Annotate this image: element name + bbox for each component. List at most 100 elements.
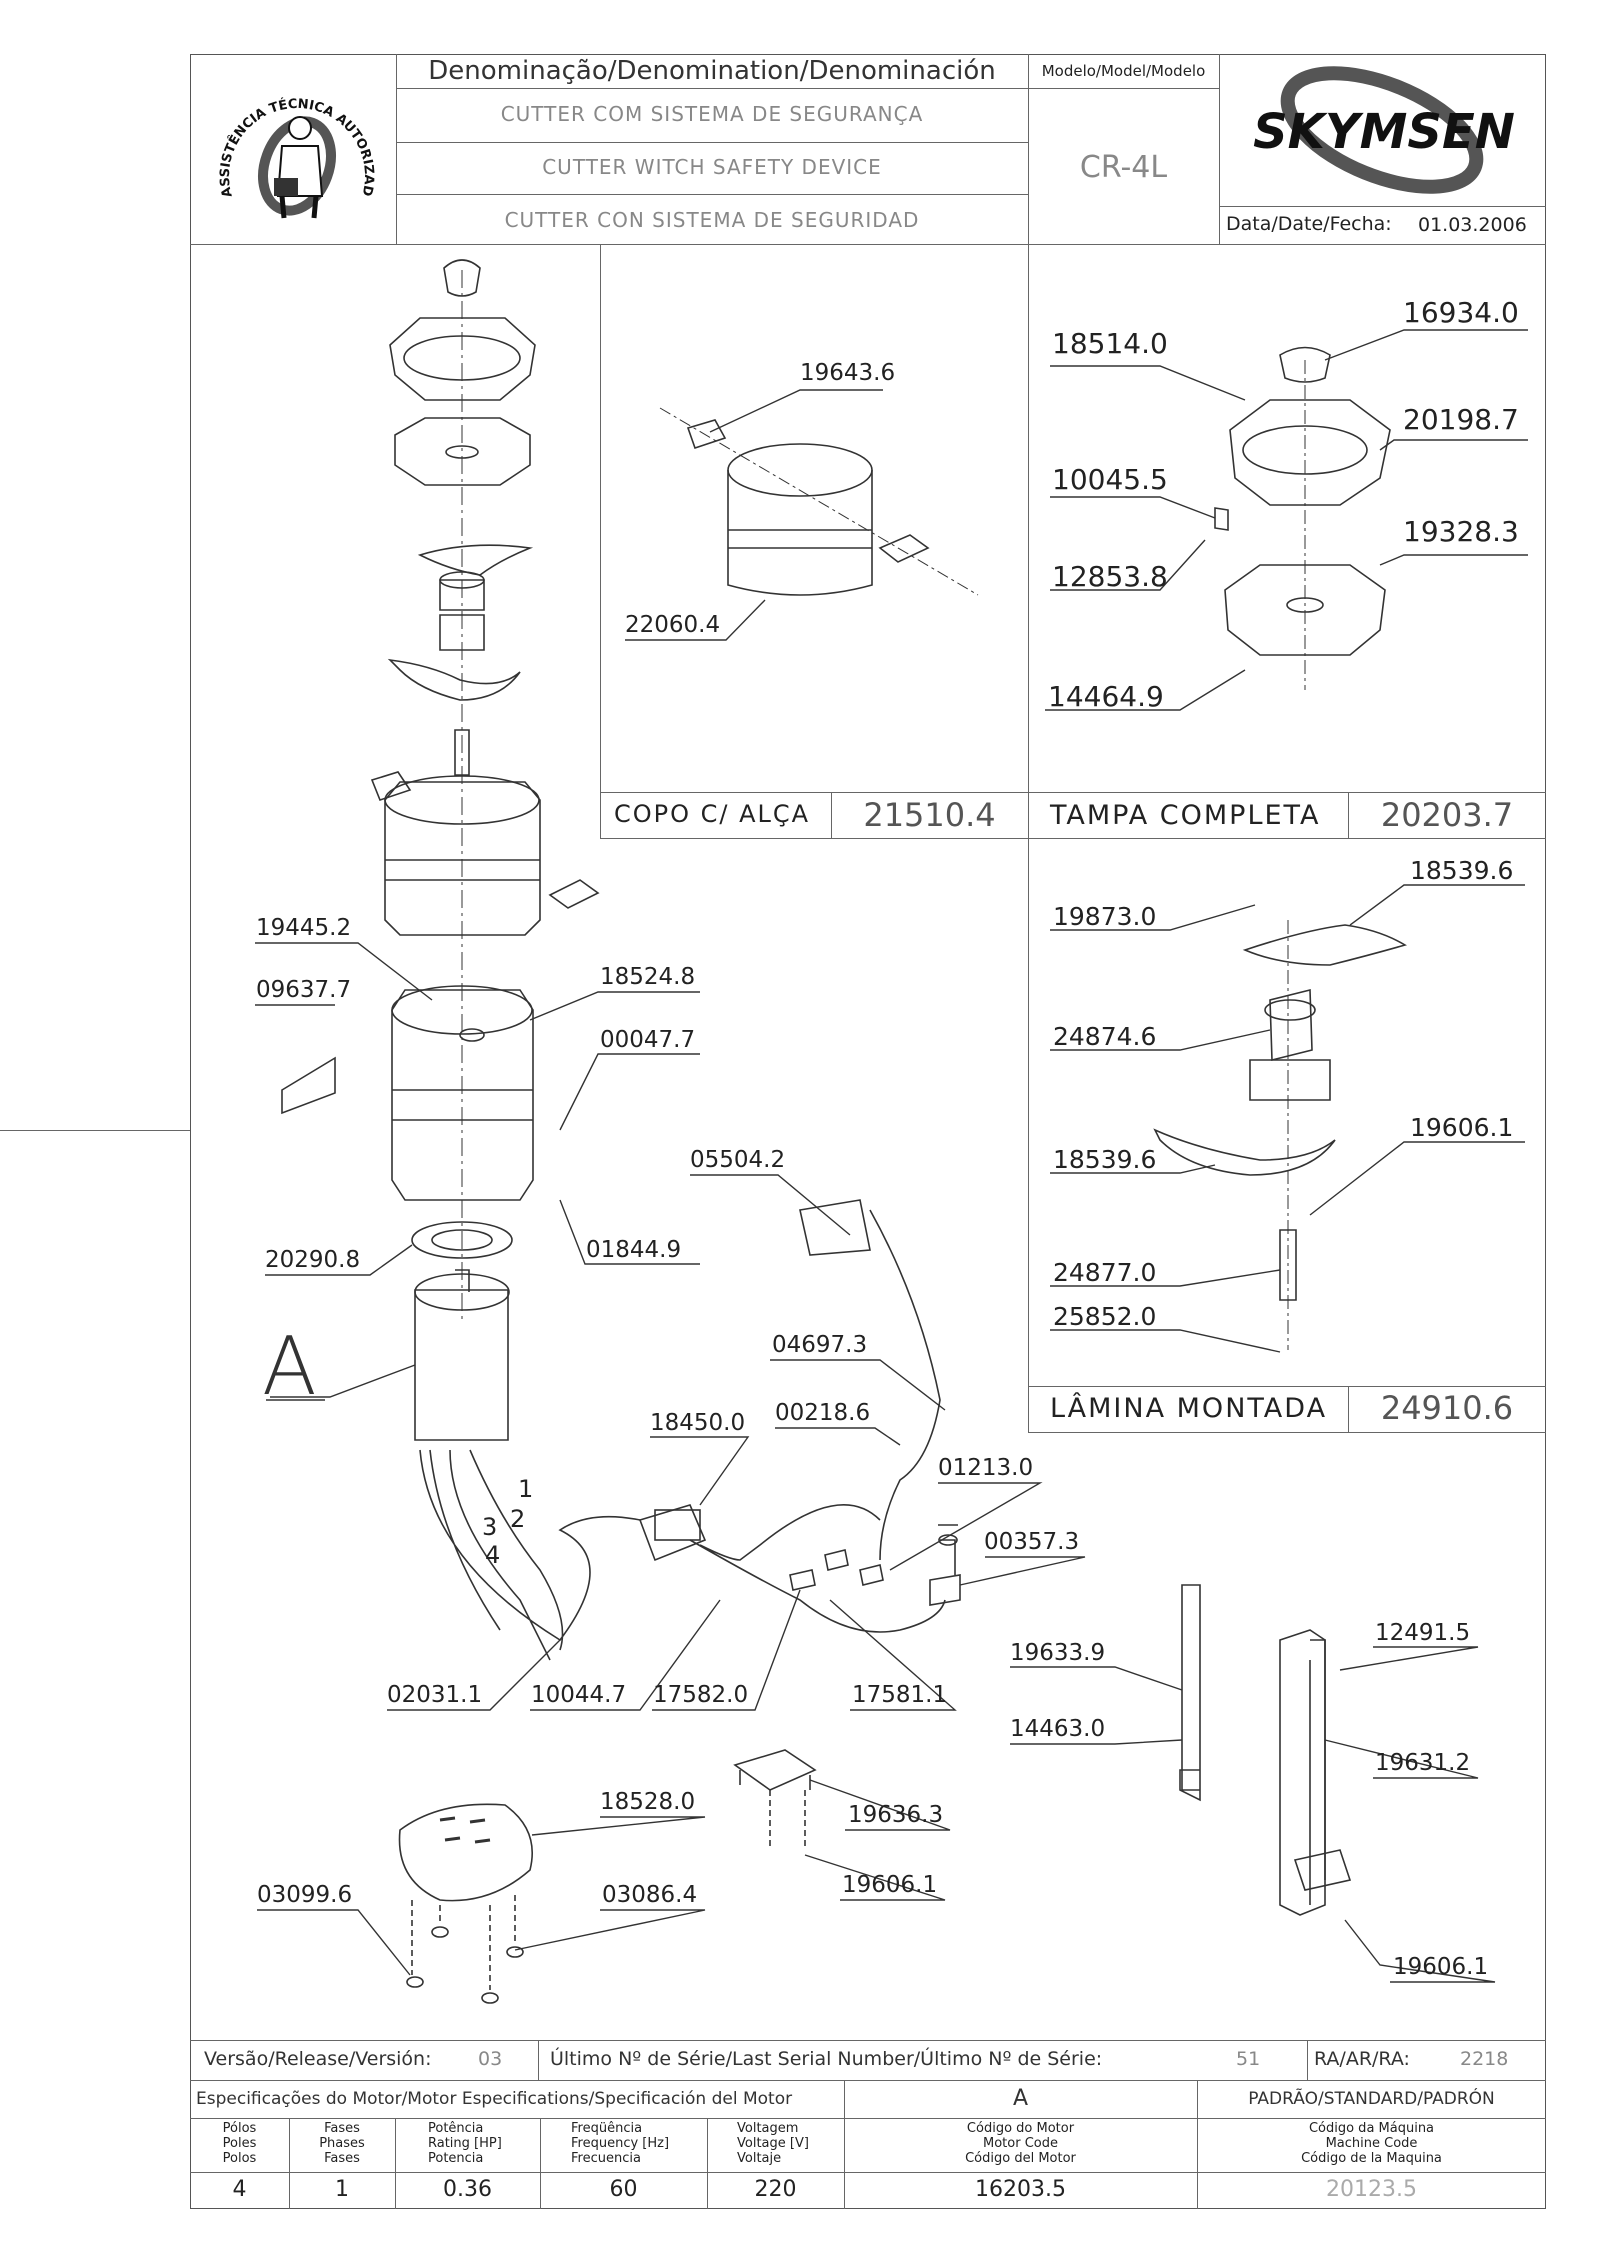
part-label: 10045.5	[1052, 463, 1168, 496]
panel-border	[1028, 1386, 1546, 1387]
part-label: 18514.0	[1052, 327, 1168, 360]
lamina-panel-code: 24910.6	[1380, 1389, 1514, 1427]
footer-divider	[289, 2118, 290, 2209]
wire-number: 4	[485, 1541, 501, 1569]
part-label: 00047.7	[600, 1027, 696, 1053]
product-name-es: CUTTER CON SISTEMA DE SEGURIDAD	[504, 208, 920, 232]
ra-label: RA/AR/RA:	[1314, 2048, 1410, 2070]
part-label: 14464.9	[1048, 680, 1164, 713]
part-label: 05504.2	[690, 1147, 786, 1173]
serial-label: Último Nº de Série/Last Serial Number/Úl…	[550, 2048, 1103, 2070]
wire-number: 2	[510, 1505, 526, 1533]
authorized-service-seal: ASSISTÊNCIA TÉCNICA AUTORIZADA	[212, 86, 382, 230]
panel-border	[600, 838, 1546, 839]
value-poles: 4	[232, 2177, 247, 2202]
ra-value: 2218	[1460, 2048, 1509, 2070]
part-label: 00218.6	[775, 1400, 871, 1426]
part-label: 01213.0	[938, 1455, 1034, 1481]
part-label: 19606.1	[1410, 1113, 1514, 1142]
serial-value: 51	[1236, 2048, 1261, 2070]
denomination-label: Denominação/Denomination/Denominación	[428, 56, 996, 86]
part-label: 18539.6	[1053, 1145, 1157, 1174]
lamina-panel-title: LÂMINA MONTADA	[1050, 1393, 1328, 1424]
header-bottom-line	[190, 244, 1546, 245]
version-value: 03	[478, 2048, 503, 2070]
header-line	[396, 194, 1028, 195]
footer-divider	[844, 2080, 845, 2209]
product-name-en: CUTTER WITCH SAFETY DEVICE	[542, 155, 882, 179]
product-name-pt: CUTTER COM SISTEMA DE SEGURANÇA	[500, 102, 924, 126]
footer-line	[190, 2172, 1546, 2173]
panel-border	[1348, 792, 1349, 838]
part-label: 09637.7	[256, 977, 352, 1003]
date-value: 01.03.2006	[1418, 214, 1527, 236]
part-label: 03099.6	[257, 1882, 353, 1908]
part-label: 19328.3	[1403, 515, 1519, 548]
footer-line	[190, 2080, 1546, 2081]
header-divider	[396, 54, 397, 244]
part-label: 12491.5	[1375, 1620, 1471, 1646]
part-label: 19873.0	[1053, 902, 1157, 931]
value-phases: 1	[335, 2177, 349, 2202]
part-label: 18524.8	[600, 964, 696, 990]
part-label: 18528.0	[600, 1789, 696, 1815]
part-label: 10044.7	[531, 1682, 627, 1708]
part-label: 24874.6	[1053, 1022, 1157, 1051]
part-label: 19633.9	[1010, 1640, 1106, 1666]
panel-border	[600, 792, 1546, 793]
part-label: 12853.8	[1052, 560, 1168, 593]
version-label: Versão/Release/Versión:	[204, 2048, 432, 2070]
part-label: 19636.3	[848, 1802, 944, 1828]
header-divider	[1219, 54, 1220, 244]
value-voltage: 220	[754, 2177, 797, 2202]
value-machine-code: 20123.5	[1326, 2177, 1417, 2202]
footer-divider	[395, 2118, 396, 2209]
date-label: Data/Date/Fecha:	[1226, 213, 1392, 235]
value-rating: 0.36	[443, 2177, 492, 2202]
model-label: Modelo/Model/Modelo	[1041, 62, 1206, 80]
tampa-panel-code: 20203.7	[1380, 796, 1514, 834]
panel-border	[1348, 1386, 1349, 1432]
drawing-frame	[190, 54, 1546, 2209]
value-motor-code: 16203.5	[975, 2177, 1066, 2202]
footer-line	[190, 2118, 1546, 2119]
part-label: 20290.8	[265, 1247, 361, 1273]
tampa-panel-title: TAMPA COMPLETA	[1050, 800, 1321, 831]
footer-line	[190, 2040, 1546, 2041]
part-label: 24877.0	[1053, 1258, 1157, 1287]
part-label: 02031.1	[387, 1682, 483, 1708]
part-label: 20198.7	[1403, 403, 1519, 436]
panel-border	[600, 244, 601, 838]
part-label: 04697.3	[772, 1332, 868, 1358]
copo-panel-code: 21510.4	[863, 796, 996, 834]
panel-border	[1028, 1432, 1546, 1433]
part-label: 00357.3	[984, 1529, 1080, 1555]
wire-number: 1	[518, 1475, 534, 1503]
model-value: CR-4L	[1079, 150, 1168, 185]
part-label: 17582.0	[653, 1682, 749, 1708]
value-frequency: 60	[609, 2177, 638, 2202]
header-divider	[1028, 54, 1029, 244]
part-label: 19606.1	[842, 1872, 938, 1898]
motor-letter: A	[1012, 2086, 1029, 2111]
standard-label: PADRÃO/STANDARD/PADRÓN	[1248, 2089, 1495, 2109]
part-label: 19643.6	[800, 360, 896, 386]
header-line	[396, 142, 1028, 143]
header-line	[396, 88, 1028, 89]
part-label: 01844.9	[586, 1237, 682, 1263]
part-label: 16934.0	[1403, 296, 1519, 329]
wire-number: 3	[482, 1513, 498, 1541]
footer-divider	[538, 2040, 539, 2080]
motor-spec-label: Especificações do Motor/Motor Especifica…	[196, 2089, 793, 2109]
part-label: 18539.6	[1410, 856, 1514, 885]
part-label: 19606.1	[1393, 1954, 1489, 1980]
footer-divider	[1307, 2040, 1308, 2080]
header-line	[1219, 206, 1546, 207]
